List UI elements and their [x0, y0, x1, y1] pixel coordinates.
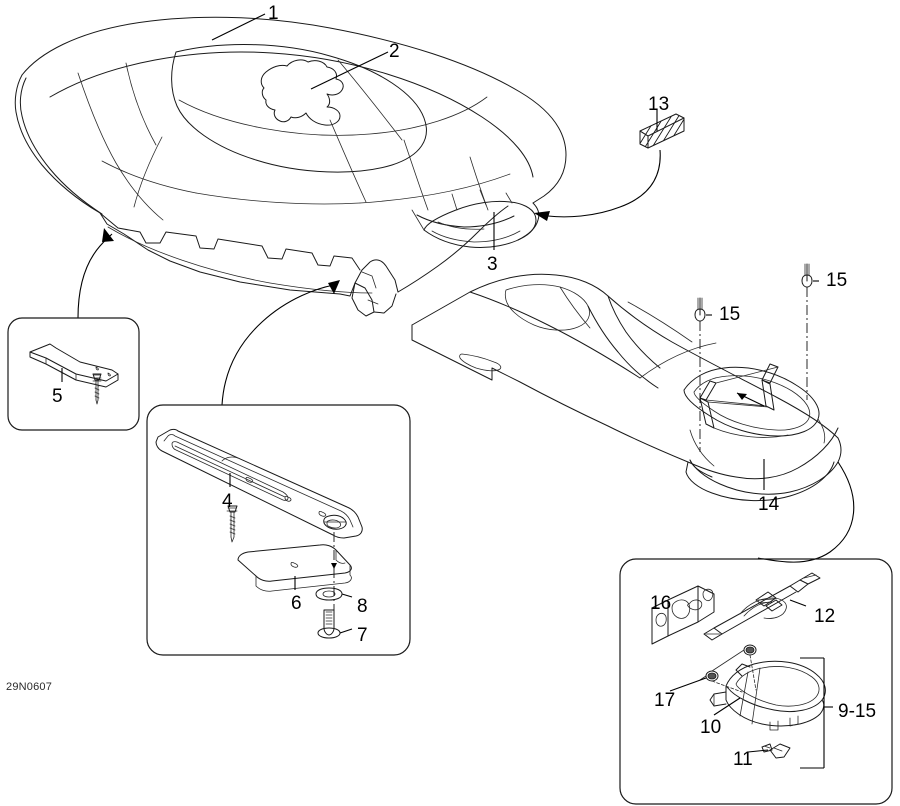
push-rivet-left [694, 297, 712, 452]
callout-8: 8 [357, 596, 368, 617]
leader-lines [77, 13, 855, 563]
rail-detail-box [146, 404, 411, 656]
callout-1: 1 [268, 3, 279, 24]
callout-3: 3 [487, 254, 498, 275]
callout-4: 4 [222, 491, 233, 512]
callout-13: 13 [648, 94, 670, 115]
callout-12: 12 [814, 606, 836, 627]
callout-15-right: 15 [826, 270, 848, 291]
taillight-detail-box [619, 558, 893, 805]
latch-detail-box [7, 317, 140, 431]
callout-6: 6 [291, 593, 302, 614]
callout-5: 5 [52, 386, 63, 407]
lower-seat-base [411, 263, 842, 502]
diagram-reference-code: 29N0607 [6, 681, 53, 693]
callout-7: 7 [357, 625, 368, 646]
callout-2: 2 [389, 41, 400, 62]
callout-17: 17 [654, 690, 676, 711]
callout-11: 11 [733, 749, 753, 770]
callout-16: 16 [650, 593, 672, 614]
push-rivet-right [801, 263, 819, 400]
reflector-pad [639, 113, 685, 149]
callout-10: 10 [700, 717, 722, 738]
callout-9-15: 9-15 [838, 701, 877, 722]
callout-14: 14 [758, 494, 780, 515]
callout-15-left: 15 [719, 304, 741, 325]
upper-seat-assembly [14, 16, 567, 317]
